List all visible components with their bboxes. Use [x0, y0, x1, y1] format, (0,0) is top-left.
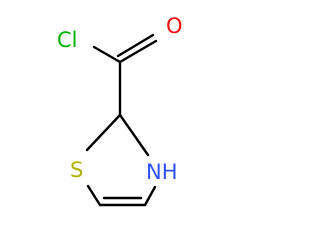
atom-nitrogen-h: NH — [146, 160, 178, 184]
bond-carbonyl-oxygen-1 — [118, 39, 158, 64]
bond-c2-nitrogen — [118, 113, 150, 157]
atom-labels: Cl O S NH — [57, 14, 183, 184]
bond-c4-nitrogen — [143, 185, 157, 207]
atom-sulfur: S — [70, 158, 83, 182]
bond-carbonyl-chlorine — [92, 45, 122, 64]
bond-c2-sulfur — [85, 113, 122, 152]
bond-carbonyl-oxygen-2 — [116, 33, 155, 58]
bonds — [85, 33, 158, 207]
atom-oxygen: O — [166, 14, 183, 38]
atom-chlorine: Cl — [57, 28, 78, 52]
molecule-structure: Cl O S NH — [57, 14, 183, 207]
bond-sulfur-c5 — [86, 184, 102, 207]
